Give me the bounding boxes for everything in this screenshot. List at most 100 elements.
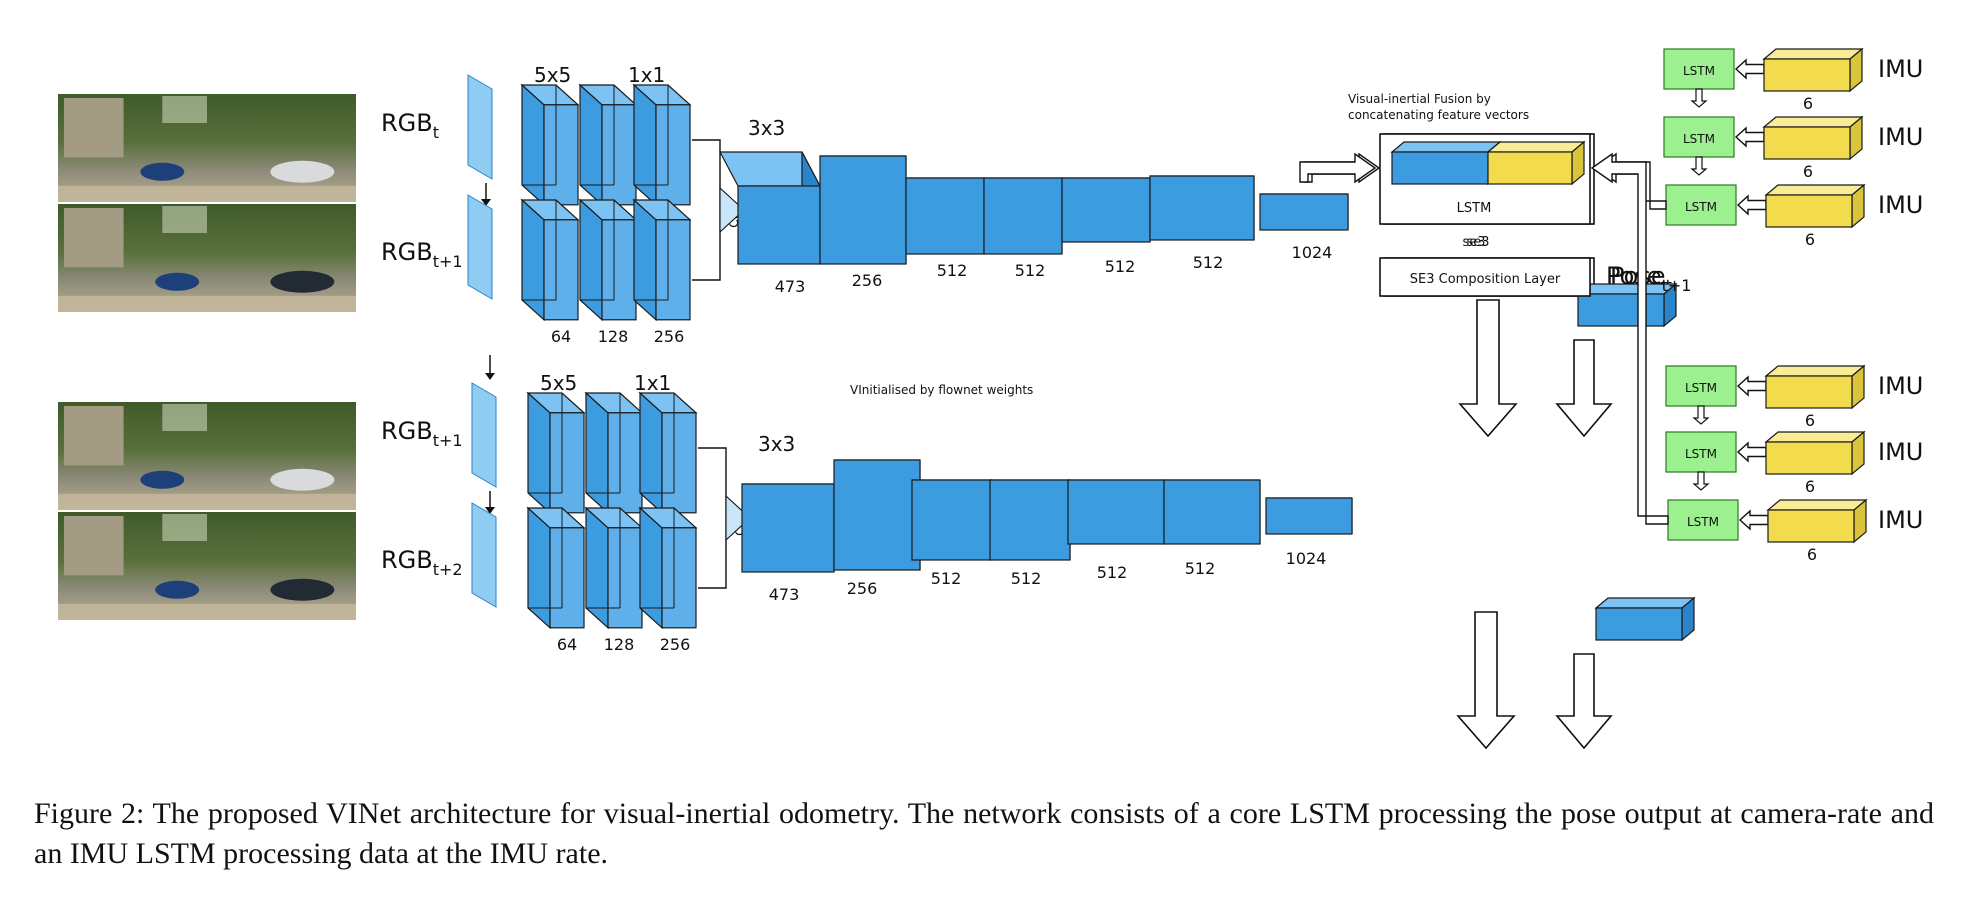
bottom-encoder-row1-block-3 <box>638 391 698 515</box>
top-imu-chain-arrow-icon-2 <box>1690 156 1708 176</box>
bottom-rgb-a-label: RGBt+1 <box>381 417 463 450</box>
bottom-imu-dim-1: 6 <box>1805 411 1815 430</box>
bottom-cnn-block-1 <box>741 483 835 573</box>
bottom-cnn-block-7 <box>1265 497 1353 535</box>
bottom-rgb-b-label: RGBt+2 <box>381 546 463 579</box>
bottom-frame-photo-a <box>58 402 356 510</box>
bottom-encoder-row2-block-1 <box>526 506 586 630</box>
top-imu-vector-1 <box>1762 47 1864 93</box>
top-pose-box <box>1576 282 1678 328</box>
top-rgb-b-label: RGBt+1 <box>381 238 463 271</box>
bottom-imu-chain-arrow-icon-2 <box>1692 471 1710 491</box>
top-cnn-block-5 <box>1061 177 1151 243</box>
bottom-cnn-channel-7: 1024 <box>1286 549 1327 568</box>
bottom-imu-lstm-2 <box>1665 431 1737 473</box>
top-encoder-row1-block-3 <box>632 83 692 207</box>
bottom-imu-vector-3 <box>1766 498 1868 544</box>
top-cnn-channel-6: 512 <box>1193 253 1224 272</box>
bottom-imu-dim-3: 6 <box>1807 545 1817 564</box>
top-cnn-block-3 <box>905 177 985 255</box>
bottom-imu-chain-arrow-icon-1 <box>1692 405 1710 425</box>
bottom-encoder-row1-block-1 <box>526 391 586 515</box>
bottom-cnn-channel-5: 512 <box>1097 563 1128 582</box>
top-encoder-channel-1: 64 <box>551 327 571 346</box>
bottom-input-frame-a <box>471 382 497 488</box>
bottom-imu-in-arrow-icon-3 <box>1738 509 1769 531</box>
top-kernel-1x1-label: 1x1 <box>628 63 665 87</box>
top-cnn-channel-7: 1024 <box>1292 243 1333 262</box>
top-encoder-row1-block-2 <box>578 83 638 207</box>
top-input-arrow-icon <box>481 183 491 206</box>
bottom-imu-lstm-label-2: LSTM <box>1685 447 1717 461</box>
top-encoder-row2-block-2 <box>578 198 638 322</box>
top-imu-lstm-label-1: LSTM <box>1683 64 1715 78</box>
top-rgb-a-label: RGBt <box>381 109 439 142</box>
bottom-encoder-channel-3: 256 <box>660 635 691 654</box>
bottom-se3-layer-label: SE3 Composition Layer <box>1410 272 1561 287</box>
bottom-encoder-row2-block-2 <box>584 506 644 630</box>
bottom-imu-label-2: IMU <box>1878 438 1923 466</box>
bottom-encoder-channel-1: 64 <box>557 635 577 654</box>
top-imu-dim-3: 6 <box>1805 230 1815 249</box>
top-imu-chain-arrow-icon-1 <box>1690 88 1708 108</box>
top-imu-lstm-label-2: LSTM <box>1683 132 1715 146</box>
bottom-input-arrow-icon <box>485 491 495 514</box>
top-cnn-block-7 <box>1259 193 1349 231</box>
bottom-se3-layer-box <box>1379 257 1591 297</box>
bottom-cnn-channel-6: 512 <box>1185 559 1216 578</box>
bottom-imu-label-1: IMU <box>1878 372 1923 400</box>
bottom-imu-vector-1 <box>1764 364 1866 410</box>
bottom-imu-lstm-label-3: LSTM <box>1687 515 1719 529</box>
top-kernel-3x3-label: 3x3 <box>748 116 785 140</box>
bottom-corr-bracket <box>698 447 727 589</box>
pose-down-arrow-icon-2 <box>1555 339 1613 438</box>
top-imu-in-arrow-icon-3 <box>1736 194 1767 216</box>
top-imu-dim-1: 6 <box>1803 94 1813 113</box>
top-encoder-channel-2: 128 <box>598 327 629 346</box>
output-down-arrow-icon-1 <box>1456 611 1516 750</box>
bottom-to-fusion-arrow-icon <box>1299 152 1377 184</box>
top-imu-lstm-1 <box>1663 48 1735 90</box>
bottom-imu-vector-2 <box>1764 430 1866 476</box>
figure-caption: Figure 2: The proposed VINet architectur… <box>34 797 1934 870</box>
top-imu-vector-2 <box>1762 115 1864 161</box>
bottom-kernel-1x1-label: 1x1 <box>634 371 671 395</box>
bottom-cnn-block-6 <box>1163 479 1261 545</box>
top-cnn-channel-2: 256 <box>852 271 883 290</box>
top-frame-photo-b <box>58 204 356 312</box>
bottom-input-frame-b <box>471 502 497 608</box>
bottom-cnn-channel-4: 512 <box>1011 569 1042 588</box>
bottom-kernel-3x3-label: 3x3 <box>758 432 795 456</box>
bottom-imu-in-arrow-icon-1 <box>1736 375 1767 397</box>
top-kernel-5x5-label: 5x5 <box>534 63 571 87</box>
top-cnn-channel-5: 512 <box>1105 257 1136 276</box>
bottom-cnn-channel-1: 473 <box>769 585 800 604</box>
bottom-imu-dim-2: 6 <box>1805 477 1815 496</box>
bottom-imu-in-arrow-icon-2 <box>1736 441 1767 463</box>
bottom-imu-to-fusion-arrow-icon <box>1590 152 1669 525</box>
bottom-encoder-channel-2: 128 <box>604 635 635 654</box>
top-encoder-channel-3: 256 <box>654 327 685 346</box>
bottom-core-lstm-label: LSTM <box>1457 201 1492 216</box>
bottom-input-top-arrow-icon <box>485 355 495 380</box>
top-imu-in-arrow-icon-1 <box>1734 58 1765 80</box>
top-cnn-channel-1: 473 <box>775 277 806 296</box>
bottom-imu-label-3: IMU <box>1878 506 1923 534</box>
top-encoder-row2-block-3 <box>632 198 692 322</box>
fusion-note-line-1: Visual-inertial Fusion by <box>1348 92 1491 106</box>
bottom-cnn-channel-3: 512 <box>931 569 962 588</box>
bottom-cnn-block-3 <box>911 479 993 561</box>
output-down-arrow-icon-2 <box>1555 653 1613 750</box>
bottom-fusion-visual-feature <box>1390 140 1502 186</box>
top-imu-label-1: IMU <box>1878 55 1923 83</box>
bottom-cnn-block-4 <box>989 479 1071 561</box>
top-se3-label: se3 <box>1466 235 1489 250</box>
init-note: VInitialised by flownet weights <box>850 383 1033 397</box>
bottom-frame-photo-b <box>58 512 356 620</box>
fusion-note-line-2: concatenating feature vectors <box>1348 108 1529 122</box>
top-corr-bracket <box>692 139 721 281</box>
top-imu-vector-3 <box>1764 183 1866 229</box>
bottom-cnn-block-2 <box>833 459 921 571</box>
bottom-corr-arrow-icon <box>725 494 751 542</box>
pose-down-arrow-icon-1 <box>1458 299 1518 438</box>
